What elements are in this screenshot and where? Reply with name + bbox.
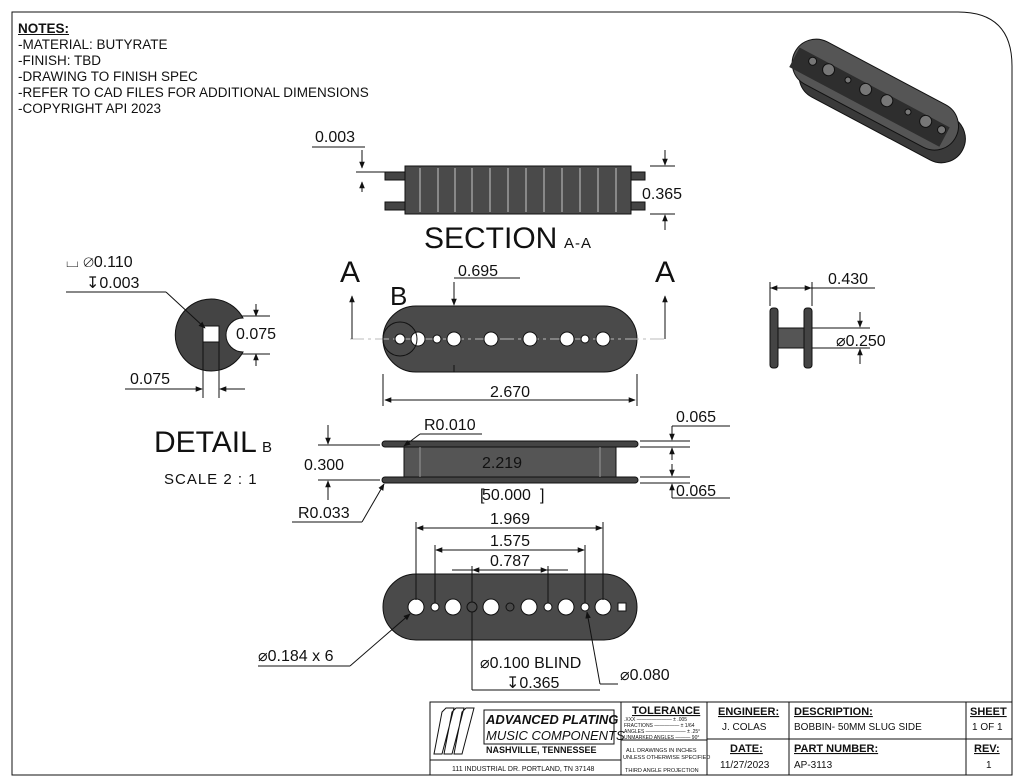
ref-bracket-left: [	[480, 487, 485, 504]
note-line: -REFER TO CAD FILES FOR ADDITIONAL DIMEN…	[18, 85, 369, 100]
company-address: 111 INDUSTRIAL DR. PORTLAND, TN 37148	[452, 766, 594, 773]
bottom-blind-callout: ⌀0.100 BLIND	[480, 655, 581, 672]
bottom-ref-mm: 50.000	[482, 487, 531, 504]
note-line: -DRAWING TO FINISH SPEC	[18, 69, 198, 84]
cut-label-right: A	[655, 256, 675, 289]
side-dim-inner: 2.219	[482, 455, 522, 472]
notes-heading: NOTES:	[18, 21, 70, 36]
bottom-small-hole: ⌀0.080	[620, 667, 670, 684]
description-label: DESCRIPTION:	[794, 706, 873, 718]
bottom-dim-outer: 1.969	[490, 511, 530, 528]
bottom-dim-inner: 0.787	[490, 553, 530, 570]
section-title: SECTION	[424, 222, 557, 255]
isometric-view	[789, 38, 966, 164]
units-note: UNLESS OTHERWISE SPECIFIED	[623, 755, 710, 761]
date-label: DATE:	[730, 743, 763, 755]
top-dim-length: 2.670	[490, 384, 530, 401]
top-view: A A B 0.695 2.670	[340, 256, 675, 406]
tolerance-line: ANGLES ———————— ± .25°	[624, 729, 700, 735]
note-line: -MATERIAL: BUTYRATE	[18, 37, 168, 52]
detail-ref-label: B	[390, 281, 407, 311]
detail-dim-bottom: 0.075	[130, 371, 170, 388]
detail-title: DETAIL	[154, 426, 257, 459]
cut-label-left: A	[340, 256, 360, 289]
ref-bracket-right: ]	[540, 487, 544, 504]
revision-value: 1	[986, 760, 992, 771]
description-value: BOBBIN- 50MM SLUG SIDE	[794, 722, 922, 733]
revision-label: REV:	[974, 743, 1000, 755]
logo-line2: MUSIC COMPONENTS	[486, 728, 625, 743]
tolerance-heading: TOLERANCE	[632, 705, 700, 717]
bottom-view: 50.000 [ ] 1.969 1.575 0.787 ⌀0.184 x 6 …	[258, 487, 670, 692]
end-dim-width: 0.430	[828, 271, 868, 288]
note-line: -COPYRIGHT API 2023	[18, 101, 162, 116]
title-block: ADVANCED PLATING MUSIC COMPONENTS NASHVI…	[429, 701, 1013, 776]
section-view: 0.003 0.365 SECTION A-A	[312, 129, 682, 255]
note-line: -FINISH: TBD	[18, 53, 102, 68]
side-dim-flange-bottom: 0.065	[676, 483, 716, 500]
detail-depth: ↧0.003	[86, 275, 140, 292]
side-view: R0.010 R0.033 0.300 2.219 0.065 0.065	[292, 409, 730, 523]
detail-suffix: B	[262, 439, 273, 456]
side-dim-flange-top: 0.065	[676, 409, 716, 426]
date-value: 11/27/2023	[720, 760, 770, 771]
section-dim-height: 0.365	[642, 186, 682, 203]
bottom-holes-callout: ⌀0.184 x 6	[258, 648, 334, 665]
detail-scale: SCALE 2 : 1	[164, 471, 258, 488]
logo-line1: ADVANCED PLATING	[485, 712, 618, 727]
engineer-label: ENGINEER:	[718, 706, 779, 718]
logo-line3: NASHVILLE, TENNESSEE	[486, 745, 597, 755]
section-dim-top: 0.003	[315, 129, 355, 146]
part-number-label: PART NUMBER:	[794, 743, 878, 755]
end-dim-dia: ⌀0.250	[836, 333, 886, 350]
tolerance-line: FRACTIONS ————— ± 1/64	[624, 723, 695, 729]
end-view: 0.430 ⌀0.250	[769, 271, 886, 369]
bottom-dim-mid: 1.575	[490, 533, 530, 550]
tolerance-line: .XXX ——————— ± .005	[624, 717, 687, 723]
detail-view: ⌴ ⌀0.110 ↧0.003 0.075 0.075 DETAIL B SCA…	[66, 254, 276, 488]
detail-dim-right: 0.075	[236, 326, 276, 343]
notes-block: NOTES: -MATERIAL: BUTYRATE -FINISH: TBD …	[18, 21, 369, 117]
side-dim-height: 0.300	[304, 457, 344, 474]
sheet-value: 1 OF 1	[972, 722, 1003, 733]
section-suffix: A-A	[564, 235, 592, 252]
company-logo: ADVANCED PLATING MUSIC COMPONENTS NASHVI…	[433, 707, 625, 755]
top-dim-center: 0.695	[458, 263, 498, 280]
sheet-border	[11, 11, 1013, 776]
units-note: ALL DRAWINGS IN INCHES	[626, 748, 697, 754]
side-r-bottom: R0.033	[298, 505, 350, 522]
projection-note: THIRD ANGLE PROJECTION	[625, 768, 699, 774]
part-number-value: AP-3113	[794, 760, 833, 771]
detail-counterbore: ⌴ ⌀0.110	[66, 254, 133, 271]
sheet-label: SHEET	[970, 706, 1007, 718]
engineer-value: J. COLAS	[722, 722, 767, 733]
bottom-blind-depth: ↧0.365	[506, 675, 560, 692]
side-r-top: R0.010	[424, 417, 476, 434]
tolerance-line: UNMARKED ANGLES ——— 90°	[624, 735, 699, 741]
